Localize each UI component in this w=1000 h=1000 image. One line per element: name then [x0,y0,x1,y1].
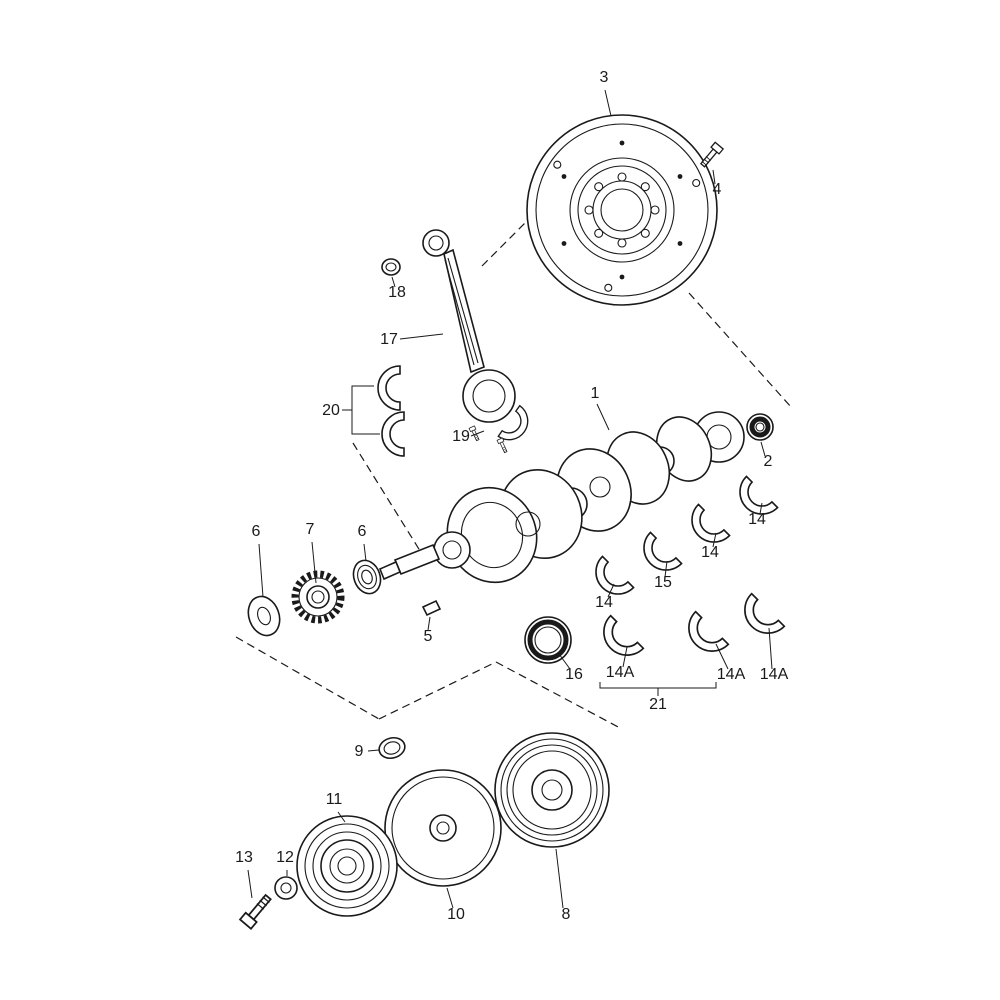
leader-line-7 [311,541,317,584]
bracket-21 [599,682,717,696]
flywheel-outer-holes [553,160,701,292]
construction-line [688,292,792,408]
leader-line-14A [768,627,773,670]
leader-line-6 [363,543,367,562]
bearing-shell [634,531,683,580]
part-label-14A: 14A [606,664,635,681]
leader-line-14 [712,532,717,548]
rod-bolt [468,425,481,442]
bearing-shell [377,365,401,411]
leader-line-15 [664,560,668,578]
flywheel-rivets [561,140,683,280]
part-label-14: 14 [748,511,766,528]
pilot-bearing [746,413,774,441]
leader-line-17 [399,333,444,340]
bearing-shell [593,614,645,666]
leader-line-18 [391,276,396,288]
leader-line-3 [604,89,612,117]
part-label-14A: 14A [760,666,789,683]
part-label-6: 6 [252,523,261,540]
rod-bushing [381,258,401,276]
part-label-6: 6 [358,523,367,540]
part-label-19: 19 [452,428,470,445]
part-label-1: 1 [591,385,600,402]
part-label-2: 2 [764,453,773,470]
leader-line-1 [596,403,610,431]
leader-line-19 [470,430,485,437]
leader-line-14A [715,643,729,670]
part-label-14A: 14A [717,666,746,683]
construction-line [495,661,623,730]
part-label-14: 14 [701,544,719,561]
part-label-10: 10 [447,906,465,923]
leader-line-4 [712,169,716,185]
construction-line [352,442,423,555]
part-label-5: 5 [424,628,433,645]
leader-line-6 [258,543,264,598]
part-label-21: 21 [649,696,667,713]
part-label-16: 16 [565,666,583,683]
leader-line-14 [759,502,763,515]
part-label-7: 7 [306,521,315,538]
pulley-disc [384,769,502,887]
part-label-13: 13 [235,849,253,866]
leader-line-8 [555,848,564,909]
part-label-4: 4 [713,181,722,198]
leader-line-14A [622,646,628,668]
bracket-20 [342,385,380,435]
bearing-shell [734,592,786,644]
leader-line-11 [337,811,346,823]
crankshaft-pulley [494,732,610,848]
part-label-3: 3 [600,69,609,86]
timing-gear [291,570,345,624]
woodruff-key [421,599,442,617]
pulley-washer [274,876,298,900]
pulley-hub [296,815,398,917]
part-label-9: 9 [355,743,364,760]
connecting-rod [422,229,516,423]
leader-line-5 [427,616,431,631]
flywheel-bolt-holes [584,172,660,248]
part-label-17: 17 [380,331,398,348]
leader-line-16 [558,653,571,670]
leader-line-2 [760,441,766,457]
leader-line-10 [446,887,454,909]
leader-line-13 [247,869,253,899]
leader-line-9 [367,749,380,752]
flywheel [526,114,718,306]
bearing-ring [524,616,572,664]
leader-line-14 [607,583,615,598]
crankshaft [378,411,745,584]
part-label-18: 18 [388,284,406,301]
part-label-14: 14 [595,594,613,611]
part-label-12: 12 [276,849,294,866]
thrust-washer [247,595,281,637]
construction-line [235,636,380,720]
part-label-11: 11 [326,791,343,808]
pulley-bolt [239,891,275,930]
bearing-shell [381,411,405,457]
construction-line [378,661,497,720]
seal-ring [378,736,406,760]
part-label-15: 15 [654,574,672,591]
part-label-8: 8 [562,906,571,923]
part-label-20: 20 [322,402,340,419]
flywheel-bolt [698,141,724,170]
spacer-washer [352,559,382,595]
